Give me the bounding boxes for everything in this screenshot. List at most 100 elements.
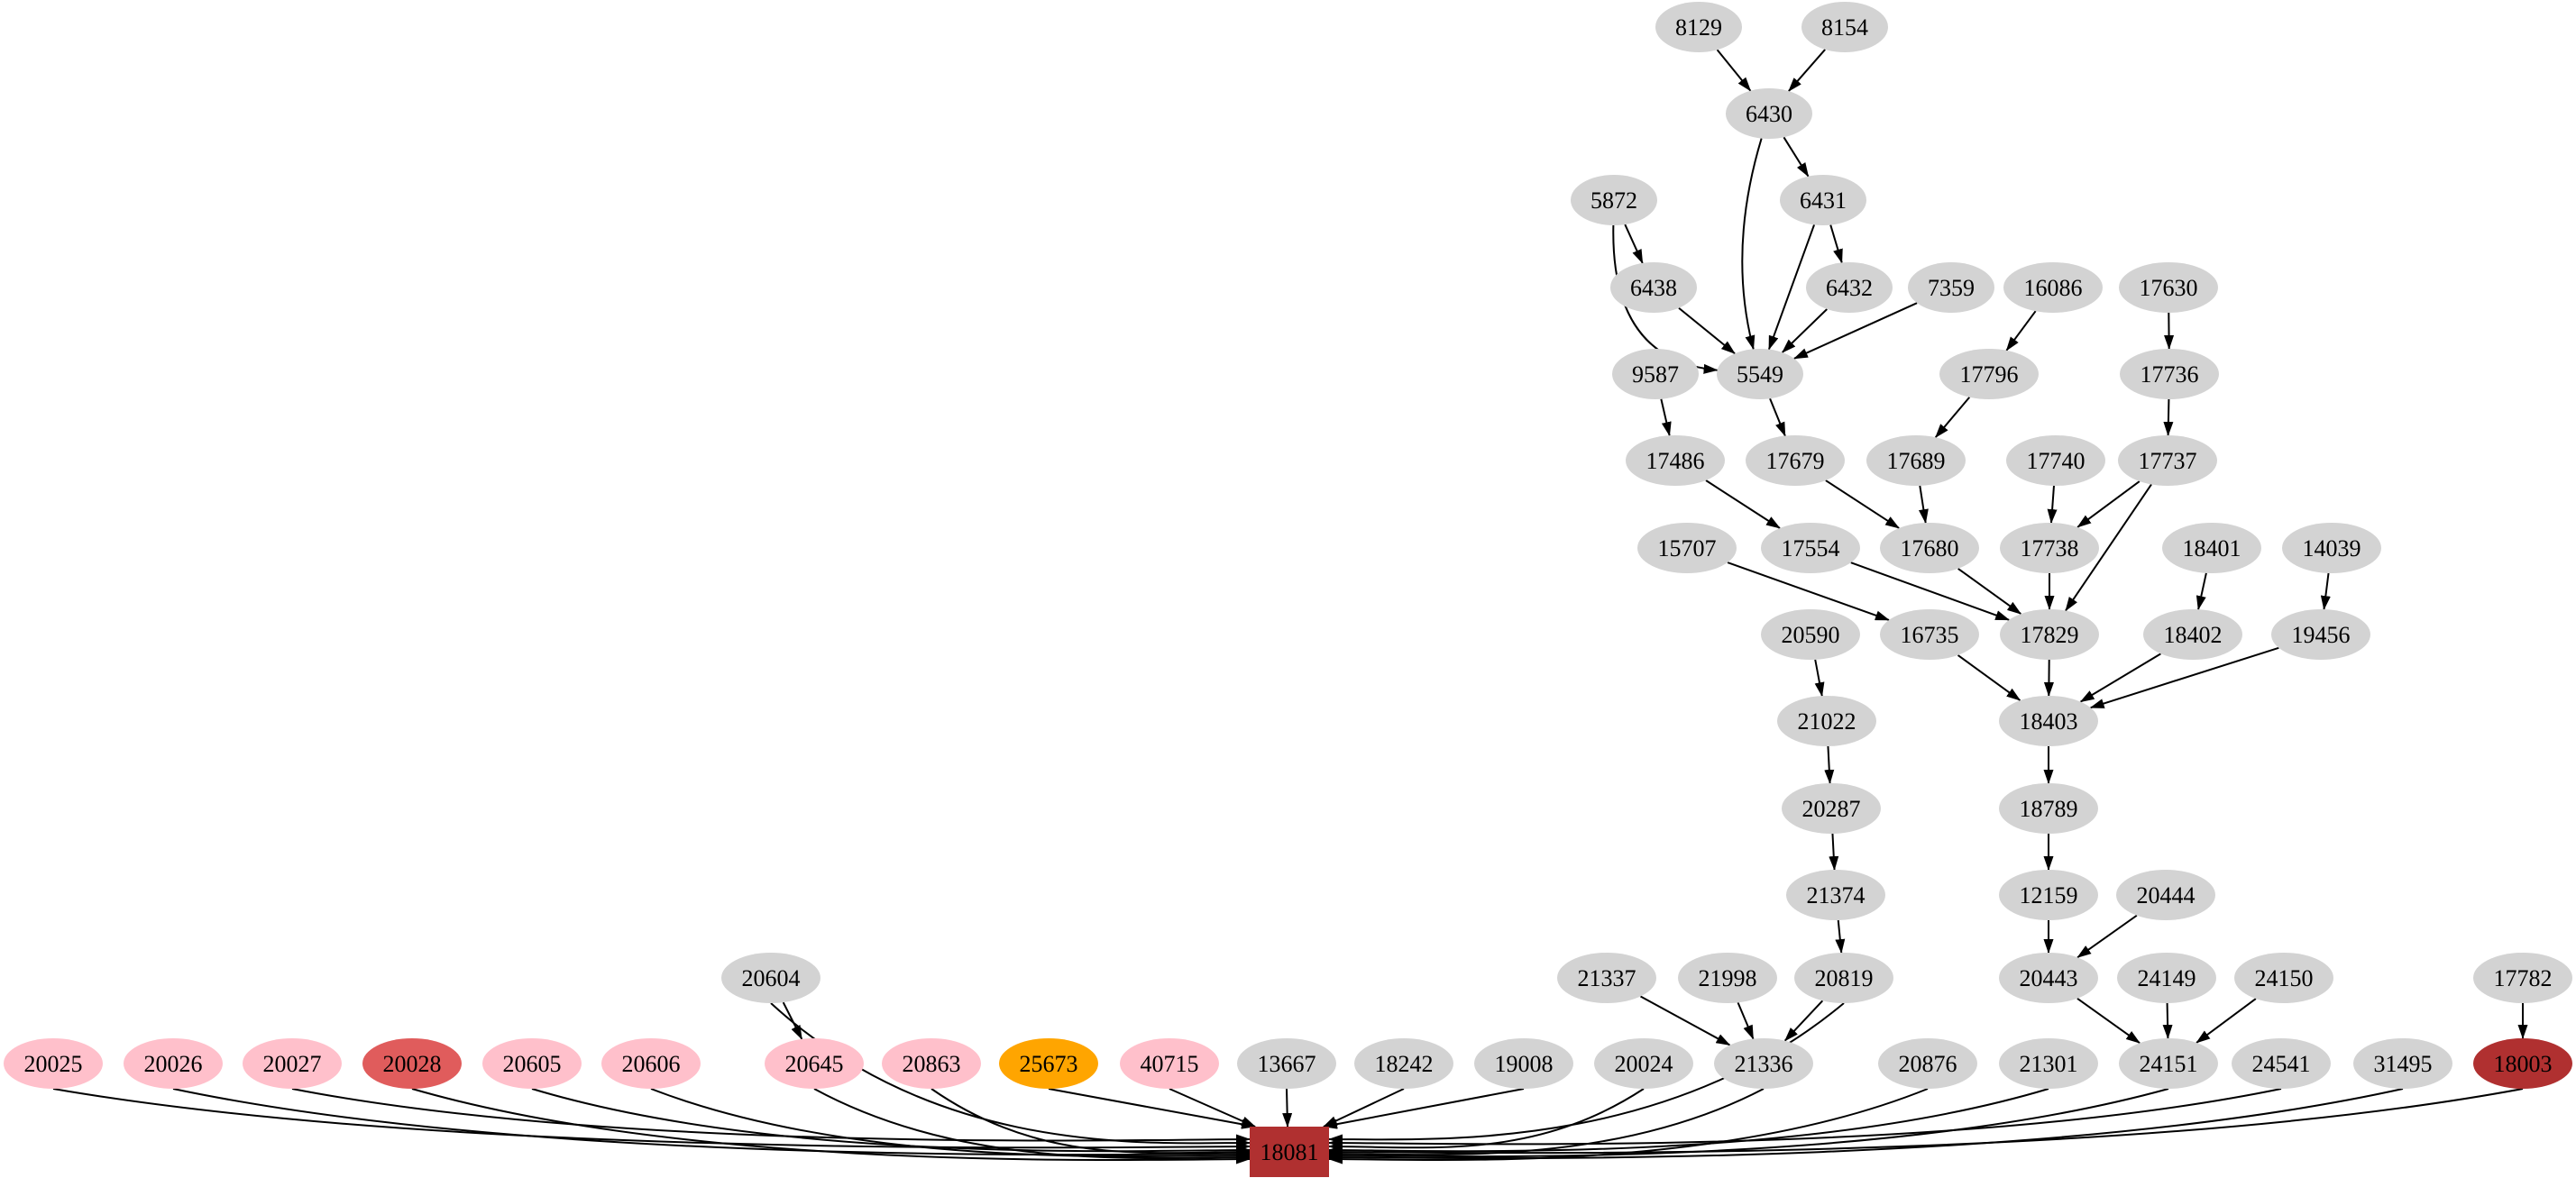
edge-21337-21336: [1640, 995, 1731, 1046]
node-shape-ellipse: [2234, 953, 2333, 1003]
node-label: 8154: [1821, 14, 1868, 41]
node-18401: 18401: [2162, 523, 2261, 573]
node-shape-ellipse: [2116, 870, 2215, 920]
node-label: 17736: [2141, 361, 2199, 388]
node-label: 17630: [2140, 275, 2198, 301]
node-shape-ellipse: [2000, 523, 2099, 573]
node-12159: 12159: [1999, 870, 2098, 920]
node-label: 25673: [1020, 1051, 1078, 1077]
node-label: 18403: [2020, 708, 2078, 735]
node-label: 18003: [2494, 1051, 2553, 1077]
edge-6430-5549: [1741, 138, 1763, 351]
node-shape-ellipse: [1717, 349, 1803, 399]
node-shape-ellipse: [765, 1038, 864, 1089]
node-shape-ellipse: [2006, 435, 2105, 486]
node-label: 5872: [1591, 187, 1637, 214]
edge-24150-24151: [2196, 998, 2257, 1044]
node-shape-ellipse: [124, 1038, 223, 1089]
node-20027: 20027: [243, 1038, 342, 1089]
node-shape-ellipse: [1761, 609, 1860, 660]
edge-6438-5549: [1678, 306, 1736, 355]
node-shape-ellipse: [1354, 1038, 1453, 1089]
node-shape-ellipse: [2353, 1038, 2452, 1089]
node-label: 16735: [1901, 622, 1959, 648]
edge-21998-21336: [1737, 1001, 1755, 1040]
node-label: 20444: [2137, 882, 2196, 909]
node-label: 20604: [742, 965, 801, 991]
node-19008: 19008: [1474, 1038, 1573, 1089]
node-17796: 17796: [1939, 349, 2039, 399]
node-label: 19456: [2292, 622, 2351, 648]
node-shape-ellipse: [1557, 953, 1656, 1003]
node-40715: 40715: [1120, 1038, 1219, 1089]
node-shape-ellipse: [2282, 523, 2381, 573]
node-8154: 8154: [1801, 2, 1888, 52]
edge-18003-18081: [1328, 1088, 2524, 1157]
node-7359: 7359: [1908, 262, 1994, 313]
node-shape-ellipse: [601, 1038, 701, 1089]
node-label: 17829: [2021, 622, 2079, 648]
node-shape-ellipse: [1999, 696, 2098, 746]
edge-17737-17738: [2076, 480, 2141, 528]
node-18081: 18081: [1250, 1127, 1329, 1177]
edge-8154-6430: [1788, 49, 1826, 92]
node-label: 20605: [503, 1051, 562, 1077]
node-shape-ellipse: [2119, 262, 2218, 313]
node-shape-ellipse: [1794, 953, 1893, 1003]
edge-31495-18081: [1328, 1088, 2404, 1163]
node-label: 20645: [785, 1051, 844, 1077]
node-label: 7359: [1928, 275, 1975, 301]
node-17738: 17738: [2000, 523, 2099, 573]
node-label: 20025: [24, 1051, 83, 1077]
node-shape-ellipse: [1571, 175, 1657, 225]
node-shape-ellipse: [1999, 953, 2098, 1003]
node-shape-ellipse: [1120, 1038, 1219, 1089]
edge-14039-19456: [2320, 572, 2331, 611]
node-shape-ellipse: [882, 1038, 981, 1089]
edge-20863-18081: [930, 1088, 1251, 1157]
edge-16086-17796: [2005, 310, 2037, 352]
edge-17554-17829: [1850, 562, 2011, 621]
node-21998: 21998: [1678, 953, 1777, 1003]
node-shape-ellipse: [721, 953, 820, 1003]
node-21336: 21336: [1714, 1038, 1813, 1089]
edge-5549-17679: [1769, 397, 1786, 437]
node-shape-ellipse: [1908, 262, 1994, 313]
node-shape-ellipse: [1801, 2, 1888, 52]
node-label: 20863: [903, 1051, 961, 1077]
node-label: 20590: [1782, 622, 1840, 648]
node-shape-ellipse: [1637, 523, 1737, 573]
edge-20287-21374: [1829, 833, 1839, 872]
node-24151: 24151: [2119, 1038, 2218, 1089]
edge-17796-17689: [1934, 397, 1971, 439]
node-6430: 6430: [1726, 88, 1812, 139]
node-shape-ellipse: [1761, 523, 1860, 573]
node-18789: 18789: [1999, 783, 2098, 834]
node-shape-ellipse: [362, 1038, 462, 1089]
node-17689: 17689: [1866, 435, 1966, 486]
node-20876: 20876: [1878, 1038, 1977, 1089]
node-shape-ellipse: [1866, 435, 1966, 486]
node-shape-box: [1250, 1127, 1329, 1177]
node-shape-ellipse: [1726, 88, 1812, 139]
node-16086: 16086: [2003, 262, 2103, 313]
node-18402: 18402: [2143, 609, 2242, 660]
node-13667: 13667: [1237, 1038, 1336, 1089]
node-5549: 5549: [1717, 349, 1803, 399]
node-shape-ellipse: [2003, 262, 2103, 313]
edge-20025-18081: [52, 1088, 1251, 1152]
node-shape-ellipse: [1780, 175, 1866, 225]
node-shape-ellipse: [1610, 262, 1697, 313]
node-17554: 17554: [1761, 523, 1860, 573]
edge-6431-5549: [1767, 224, 1816, 351]
node-label: 17554: [1782, 535, 1840, 562]
edge-20604-20645: [782, 1001, 803, 1040]
edge-20443-24151: [2076, 997, 2141, 1045]
node-5872: 5872: [1571, 175, 1657, 225]
edge-layer: [52, 49, 2528, 1164]
node-label: 17796: [1960, 361, 2019, 388]
node-20590: 20590: [1761, 609, 1860, 660]
node-shape-ellipse: [1714, 1038, 1813, 1089]
edge-20028-18081: [411, 1088, 1251, 1164]
node-shape-ellipse: [1939, 349, 2039, 399]
